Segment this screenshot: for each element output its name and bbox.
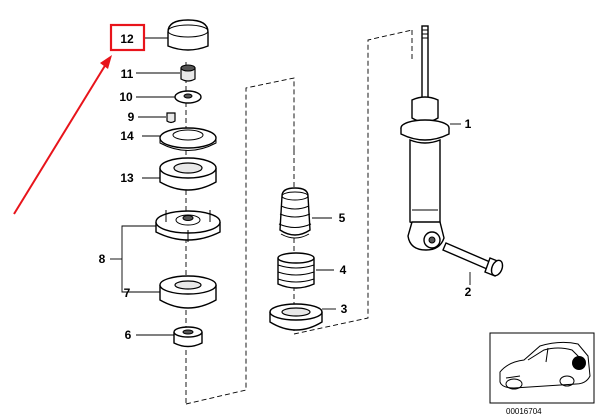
callout-9[interactable]: 9 [128, 110, 135, 124]
highlight-box [109, 23, 146, 52]
callout-7[interactable]: 7 [124, 286, 131, 300]
callout-labels: 12 11 10 9 14 13 8 7 6 5 4 3 1 2 [99, 23, 472, 342]
callout-13[interactable]: 13 [120, 171, 134, 185]
part-1-shock-absorber[interactable] [400, 25, 450, 251]
callout-11[interactable]: 11 [121, 67, 134, 81]
part-9-nut[interactable] [166, 112, 176, 124]
reference-number: 00016704 [506, 407, 542, 416]
callout-3[interactable]: 3 [341, 302, 348, 316]
callout-1[interactable]: 1 [465, 117, 472, 131]
part-13-ring[interactable] [159, 157, 217, 191]
vehicle-location-inset [489, 332, 595, 404]
part-6-bushing[interactable] [173, 326, 203, 348]
part-2-bolt[interactable] [442, 242, 505, 277]
part-4-sleeve[interactable] [277, 252, 315, 289]
part-7-ring[interactable] [159, 275, 217, 309]
callout-14[interactable]: 14 [120, 129, 134, 143]
car-outline-icon [499, 341, 591, 390]
highlight-arrow [13, 55, 112, 215]
part-3-ring[interactable] [269, 303, 323, 331]
part-12-cap[interactable] [167, 19, 209, 51]
location-marker [572, 356, 586, 370]
part-11-nut[interactable] [180, 64, 196, 82]
callout-5[interactable]: 5 [339, 211, 346, 225]
part-14-plate[interactable] [159, 127, 217, 151]
part-8-mount[interactable] [155, 210, 221, 242]
part-10-washer[interactable] [174, 90, 202, 104]
callout-6[interactable]: 6 [125, 328, 132, 342]
callout-12[interactable]: 12 [120, 32, 134, 46]
callout-8[interactable]: 8 [99, 252, 106, 266]
part-5-bump-stop[interactable] [278, 187, 312, 239]
callout-2[interactable]: 2 [465, 285, 472, 299]
callout-4[interactable]: 4 [340, 263, 347, 277]
callout-10[interactable]: 10 [119, 90, 133, 104]
callout-leaders [110, 37, 471, 336]
